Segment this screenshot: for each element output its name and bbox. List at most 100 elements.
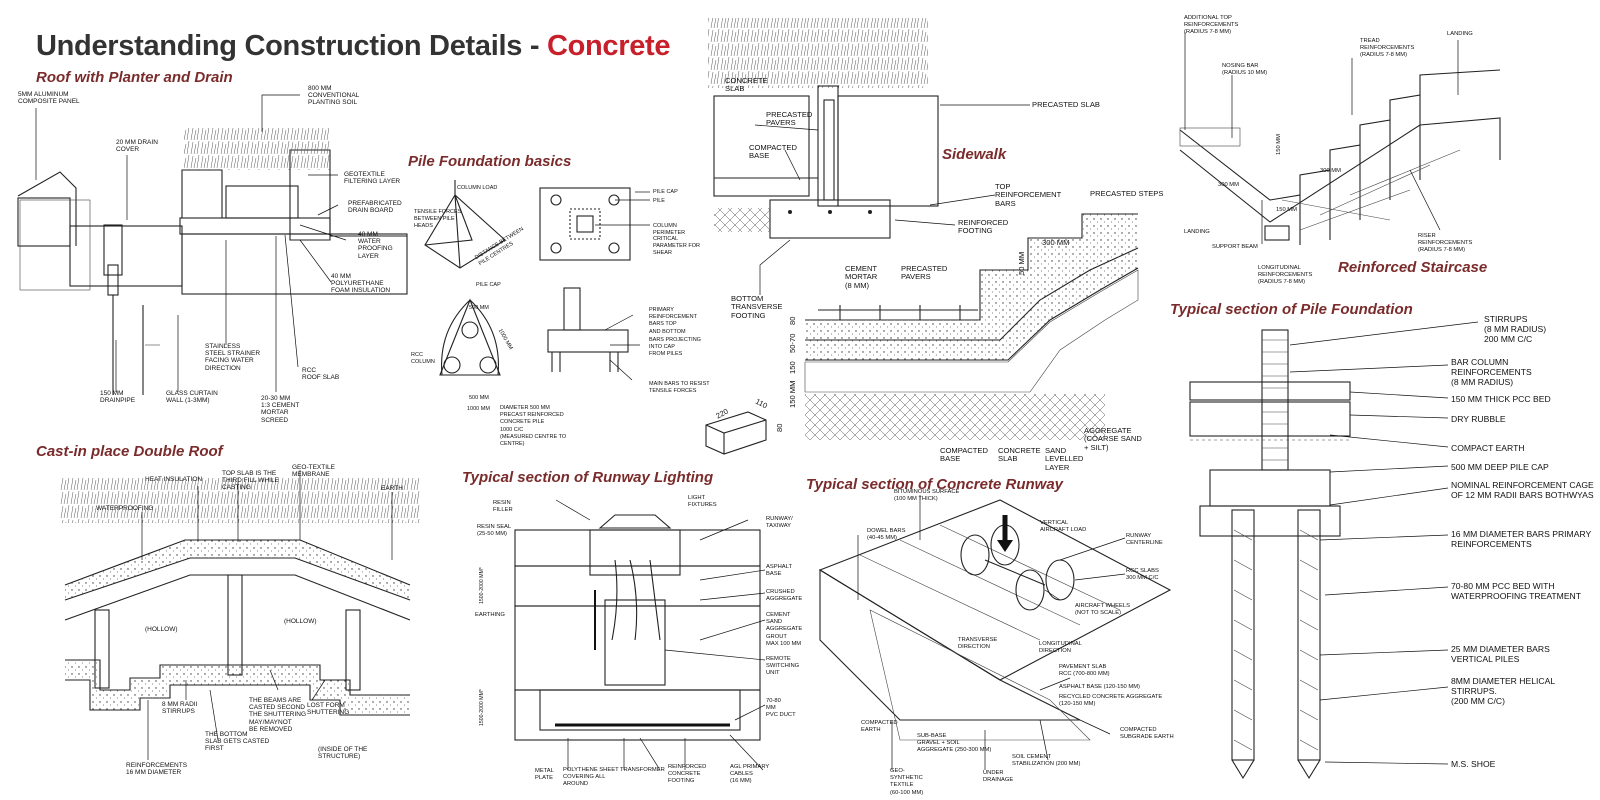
staircase-label-300mm-a: 300 MM <box>1320 168 1341 174</box>
staircase-label-longitudinal: LONGITUDINAL REINFORCEMENTS (RADIUS 7-8 … <box>1258 265 1313 286</box>
double-roof-label-heat-insulation: HEAT INSULATION <box>145 476 203 483</box>
pile-section-label-pile-cap: 500 MM DEEP PILE CAP <box>1451 462 1549 472</box>
roof-label-screed: 20-30 MM 1:3 CEMENT MORTAR SCREED <box>261 395 300 424</box>
runway-label-rcc-slabs: RCC SLABS 300 MM C/C <box>1126 568 1159 582</box>
runway-label-soil-cement: SOIL CEMENT STABILIZATION (200 MM) <box>1012 754 1081 768</box>
pile-basics-label-rcc-column: RCC COLUMN <box>411 352 435 366</box>
double-roof-label-inside: (INSIDE OF THE STRUCTURE) <box>318 746 368 761</box>
pile-section-label-dry-rubble: DRY RUBBLE <box>1451 414 1506 424</box>
staircase-label-landing-bottom: LANDING <box>1184 229 1210 235</box>
runway-label-aircraft-wheels: AIRCRAFT WHEELS (NOT TO SCALE) <box>1075 603 1130 617</box>
sidewalk-label-aggregate: AGGREGATE (COARSE SAND + SILT) <box>1084 426 1142 452</box>
lighting-label-remote: REMOTE SWITCHING UNIT <box>766 656 800 677</box>
runway-label-recycled: RECYCLED CONCRETE AGGREGATE (120-150 MM) <box>1059 694 1163 708</box>
lighting-dim-1: 1500-2000 MM* <box>479 567 485 604</box>
roof-label-rcc-slab: RCC ROOF SLAB <box>302 367 340 382</box>
roof-label-curtain-wall: GLASS CURTAIN WALL (1-3MM) <box>166 390 218 405</box>
runway-label-centerline: RUNWAY CENTERLINE <box>1126 533 1163 547</box>
sidewalk-label-concrete-slab: CONCRETE SLAB <box>725 76 768 94</box>
sidewalk-label-reinf-footing: REINFORCED FOOTING <box>958 218 1009 236</box>
pile-basics-label-main-bars: MAIN BARS TO RESIST TENSILE FORCES <box>649 381 710 395</box>
roof-label-geotextile: GEOTEXTILE FILTERING LAYER <box>344 171 401 186</box>
runway-label-longitudinal: LONGITUDINAL DIRECTION <box>1039 641 1082 655</box>
lighting-dim-2: 1500-2000 MM* <box>479 689 485 726</box>
double-roof-label-earth: EARTH <box>381 485 403 492</box>
staircase-label-riser: RISER REINFORCEMENTS (RADIUS 7-8 MM) <box>1418 233 1473 254</box>
lighting-label-light-fixtures: LIGHT FIXTURES <box>688 495 717 509</box>
runway-label-pavement-slab: PAVEMENT SLAB RCC (700-800 MM) <box>1059 664 1110 678</box>
sidewalk-label-compacted-base: COMPACTED BASE <box>749 143 797 161</box>
pile-section-drawing <box>1189 329 1351 780</box>
pile-basics-label-primary-reinf: PRIMARY REINFORCEMENT BARS TOP AND BOTTO… <box>649 307 697 335</box>
double-roof-label-hollow-2: (HOLLOW) <box>284 618 317 625</box>
sidewalk-dim-150: 150 <box>788 361 797 374</box>
sidewalk-dim-80: 80 <box>788 316 797 325</box>
pile-section-label-16mm-bars: 16 MM DIAMETER BARS PRIMARY REINFORCEMEN… <box>1451 529 1592 549</box>
double-roof-label-reinforcements: REINFORCEMENTS 16 MM DIAMETER <box>126 762 188 777</box>
pile-basics-label-pile-cap: PILE CAP <box>653 189 678 195</box>
page-title-accent: Concrete <box>546 30 671 62</box>
double-roof-label-lost-form: LOST FORM SHUTTERING <box>307 702 350 717</box>
section-heading-sidewalk: Sidewalk <box>942 146 1007 163</box>
section-heading-pile-basics: Pile Foundation basics <box>408 153 572 170</box>
section-heading-concrete-runway: Typical section of Concrete Runway <box>806 476 1063 493</box>
double-roof-label-waterproofing: WATERPROOFING <box>96 505 154 512</box>
double-roof-label-top-slab: TOP SLAB IS THE THIRD FILL WHILE CASTING <box>222 470 279 492</box>
pile-basics-label-critical: CRITICAL PARAMETER FOR SHEAR <box>653 236 700 257</box>
sidewalk-label-pavers-2: PRECASTED PAVERS <box>901 264 948 282</box>
roof-label-waterproofing: 40 MM WATER PROOFING LAYER <box>358 231 393 260</box>
lighting-label-taxiway: RUNWAY/ TAXIWAY <box>766 516 793 530</box>
sidewalk-label-top-reinf: TOP REINFORCEMENT BARS <box>995 182 1062 208</box>
roof-label-strainer: STAINLESS STEEL STRAINER FACING WATER DI… <box>205 343 261 372</box>
section-heading-roof-planter: Roof with Planter and Drain <box>36 69 233 86</box>
concrete-runway-drawing <box>818 499 1172 741</box>
runway-label-compacted-earth: COMPACTED EARTH <box>861 720 898 734</box>
pile-basics-label-pile-cap-2: PILE CAP <box>476 282 501 288</box>
roof-label-drain-board: PREFABRICATED DRAIN BOARD <box>348 200 402 215</box>
section-heading-runway-lighting: Typical section of Runway Lighting <box>462 469 714 486</box>
double-roof-label-bottom-slab: THE BOTTOM SLAB GETS CASTED FIRST <box>205 731 270 753</box>
staircase-label-nosing: NOSING BAR (RADIUS 10 MM) <box>1222 63 1268 77</box>
pile-section-label-stirrups: STIRRUPS (8 MM RADIUS) 200 MM C/C <box>1484 314 1547 344</box>
sidewalk-dim-150mm: 150 MM <box>788 380 797 408</box>
lighting-label-resin-seal: RESIN SEAL (25-50 MM) <box>477 524 512 538</box>
pile-section-label-helical: 8MM DIAMETER HELICAL STIRRUPS. (200 MM C… <box>1451 676 1556 706</box>
sidewalk-label-compacted-base-2: COMPACTED BASE <box>940 446 988 464</box>
leader-lines <box>35 32 1479 771</box>
runway-label-geo-textile: GEO- SYNTHETIC TEXTILE (60-100 MM) <box>890 768 924 796</box>
runway-label-dowel-bars: DOWEL BARS (40-45 MM) <box>867 528 906 542</box>
sidewalk-label-bottom-footing: BOTTOM TRANSVERSE FOOTING <box>731 294 783 320</box>
pile-section-label-compact-earth: COMPACT EARTH <box>1451 443 1525 453</box>
staircase-label-150mm-b: 150 MM <box>1276 207 1297 213</box>
double-roof-drawing <box>60 478 420 716</box>
sidewalk-label-cement-mortar: CEMENT MORTAR (8 MM) <box>845 264 878 290</box>
double-roof-label-stirrups: 8 MM RADII STIRRUPS <box>162 701 198 716</box>
double-roof-label-hollow-1: (HOLLOW) <box>145 626 178 633</box>
pile-section-label-cage: NOMINAL REINFORCEMENT CAGE OF 12 MM RADI… <box>1451 480 1594 500</box>
staircase-label-300mm-b: 300 MM <box>1218 182 1239 188</box>
pile-basics-label-1000mm-b: 1000 MM <box>467 406 490 412</box>
staircase-label-tread: TREAD REINFORCEMENTS (RADIUS 7-8 MM) <box>1360 38 1415 59</box>
staircase-label-additional-top: ADDITIONAL TOP REINFORCEMENTS (RADIUS 7-… <box>1184 15 1239 36</box>
staircase-label-landing-top: LANDING <box>1447 31 1473 37</box>
runway-label-asphalt-base: ASPHALT BASE (120-150 MM) <box>1059 684 1140 690</box>
sidewalk-label-precast-pavers: PRECASTED PAVERS <box>766 110 813 128</box>
lighting-label-transformer: TRANSFORMER <box>620 767 665 773</box>
runway-label-transverse: TRANSVERSE DIRECTION <box>958 637 998 651</box>
lighting-label-footing: REINFORCED CONCRETE FOOTING <box>668 764 707 785</box>
roof-label-drainpipe: 150 MM DRAINPIPE <box>100 390 136 405</box>
sidewalk-label-50mm: 50 MM <box>1017 251 1026 275</box>
pile-basics-label-column-perimeter: COLUMN PERIMETER <box>653 223 686 237</box>
page-title: Understanding Construction Details - Con… <box>36 30 671 63</box>
roof-label-foam-insulation: 40 MM POLYURETHANE FOAM INSULATION <box>331 273 391 295</box>
roof-planter-drawing <box>17 128 408 395</box>
pile-basics-drawing <box>424 180 631 376</box>
pile-section-label-ms-shoe: M.S. SHOE <box>1451 759 1496 769</box>
sidewalk-label-precast-steps: PRECASTED STEPS <box>1090 189 1164 198</box>
double-roof-label-beams: THE BEAMS ARE CASTED SECOND THE SHUTTERI… <box>249 697 307 733</box>
pile-basics-label-pile: PILE <box>653 198 665 204</box>
runway-label-under-drainage: UNDER DRAINAGE <box>983 770 1014 784</box>
staircase-label-150mm-v: 150 MM <box>1276 134 1282 155</box>
pile-section-label-pcc-80: 70-80 MM PCC BED WITH WATERPROOFING TREA… <box>1451 581 1582 601</box>
